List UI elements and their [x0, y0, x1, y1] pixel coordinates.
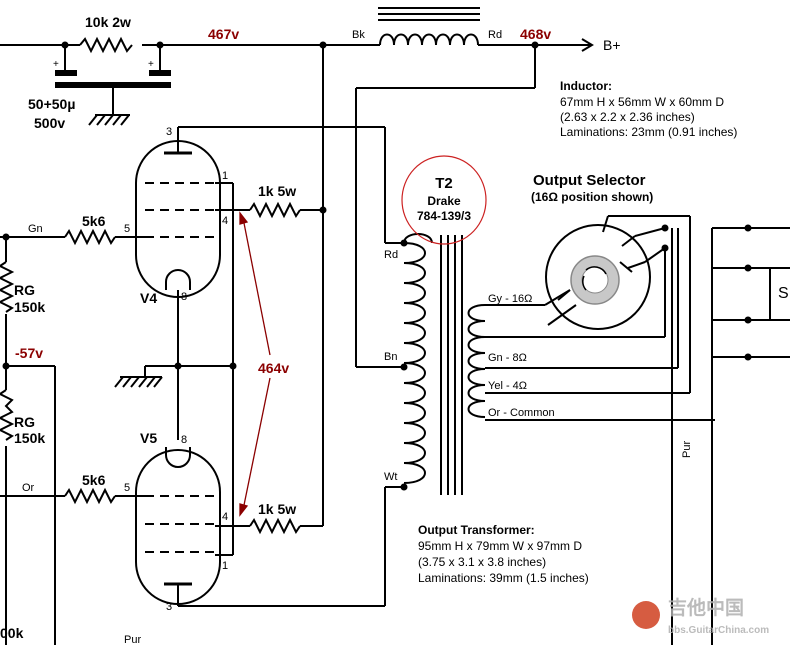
- pin3-v4: 3: [166, 126, 172, 138]
- tube-v5-label: V5: [140, 430, 157, 446]
- screen-res-v4: 1k 5w: [258, 183, 296, 199]
- pin5-v5: 5: [124, 482, 130, 494]
- ot-line1: 95mm H x 79mm W x 97mm D: [418, 539, 582, 553]
- tap-4-label: Yel - 4Ω: [488, 380, 527, 392]
- inductor-line2: (2.63 x 2.2 x 2.36 inches): [560, 110, 695, 124]
- ot-title: Output Transformer:: [418, 523, 535, 537]
- secondary-wiring: [485, 224, 790, 645]
- primary-rd-label: Rd: [384, 249, 398, 261]
- rg-top-label: RG: [14, 282, 35, 298]
- rd-top-label: Rd: [488, 29, 502, 41]
- tube-v4-label: V4: [140, 290, 157, 306]
- transformer-name: T2: [435, 175, 453, 192]
- filter-cap-voltage: 500v: [34, 115, 65, 131]
- rg-bottom-label: RG: [14, 414, 35, 430]
- output-transformer: [400, 155, 487, 495]
- primary-wt-label: Wt: [384, 471, 397, 483]
- filter-cap-value: 50+50µ: [28, 96, 75, 112]
- screen-res-v5: 1k 5w: [258, 501, 296, 517]
- output-selector-subtitle: (16Ω position shown): [531, 190, 653, 204]
- ot-line2: (3.75 x 3.1 x 3.8 inches): [418, 555, 546, 569]
- transformer-make: Drake: [427, 194, 461, 208]
- pin4-v4: 4: [222, 215, 228, 227]
- rg-bottom-value: 150k: [14, 430, 45, 446]
- pin8-v4: 8: [181, 291, 187, 303]
- pin8-v5: 8: [181, 434, 187, 446]
- inductor-title: Inductor:: [560, 79, 612, 93]
- watermark-line1: 吉他中国: [668, 596, 744, 619]
- voltage-467: 467v: [208, 26, 239, 42]
- voltage-464: 464v: [258, 360, 289, 376]
- voltage-bias: -57v: [15, 345, 43, 361]
- v4-wiring: [0, 126, 405, 555]
- primary-bn-label: Bn: [384, 351, 397, 363]
- watermark: 吉他中国 bbs.GuitarChina.com: [632, 596, 769, 636]
- rg-top-value: 150k: [14, 299, 45, 315]
- pin1-v4: 1: [222, 170, 228, 182]
- output-selector-switch: [545, 215, 691, 330]
- filter-capacitors: [55, 45, 171, 126]
- gn-input-label: Gn: [28, 223, 43, 235]
- pin3-v5: 3: [166, 601, 172, 613]
- voltage-468: 468v: [520, 26, 551, 42]
- bk-label: Bk: [352, 29, 365, 41]
- grid-stopper-v5: 5k6: [82, 472, 106, 488]
- partial-s-label: S: [778, 285, 789, 302]
- cathode-ground: [114, 362, 237, 388]
- plus-sign-1: +: [53, 59, 59, 70]
- tube-v4: [135, 127, 221, 440]
- primary-feed-wires: [322, 45, 536, 526]
- tap-common-label: Or - Common: [488, 407, 555, 419]
- transformer-part: 784-139/3: [417, 209, 471, 223]
- pur-bottom-label: Pur: [124, 634, 141, 645]
- tap-16-label: Gy - 16Ω: [488, 293, 532, 305]
- v5-wiring: [0, 486, 405, 607]
- text-layer: 467v 468v 464v -57v B+ Bk Rd 10k 2w 50+5…: [0, 14, 789, 645]
- tube-v5: [135, 447, 221, 606]
- screen-voltage-arrows: [239, 211, 271, 517]
- b-plus-label: B+: [603, 37, 621, 53]
- or-input-label: Or: [22, 482, 35, 494]
- plus-sign-2: +: [148, 59, 154, 70]
- inductor-line3: Laminations: 23mm (0.91 inches): [560, 125, 737, 139]
- pin4-v5: 4: [222, 511, 228, 523]
- grid-leak-resistors: [0, 237, 56, 645]
- tap-8-label: Gn - 8Ω: [488, 352, 527, 364]
- inductor-line1: 67mm H x 56mm W x 60mm D: [560, 95, 724, 109]
- watermark-logo-icon: [632, 601, 660, 629]
- partial-left-label: 00k: [0, 625, 24, 641]
- pin1-v5: 1: [222, 560, 228, 572]
- output-selector-title: Output Selector: [533, 172, 646, 189]
- dropping-resistor-label: 10k 2w: [85, 14, 131, 30]
- watermark-line2: bbs.GuitarChina.com: [668, 625, 769, 636]
- grid-stopper-v4: 5k6: [82, 213, 106, 229]
- ot-line3: Laminations: 39mm (1.5 inches): [418, 571, 589, 585]
- pin5-v4: 5: [124, 223, 130, 235]
- pur-right-label: Pur: [681, 441, 693, 458]
